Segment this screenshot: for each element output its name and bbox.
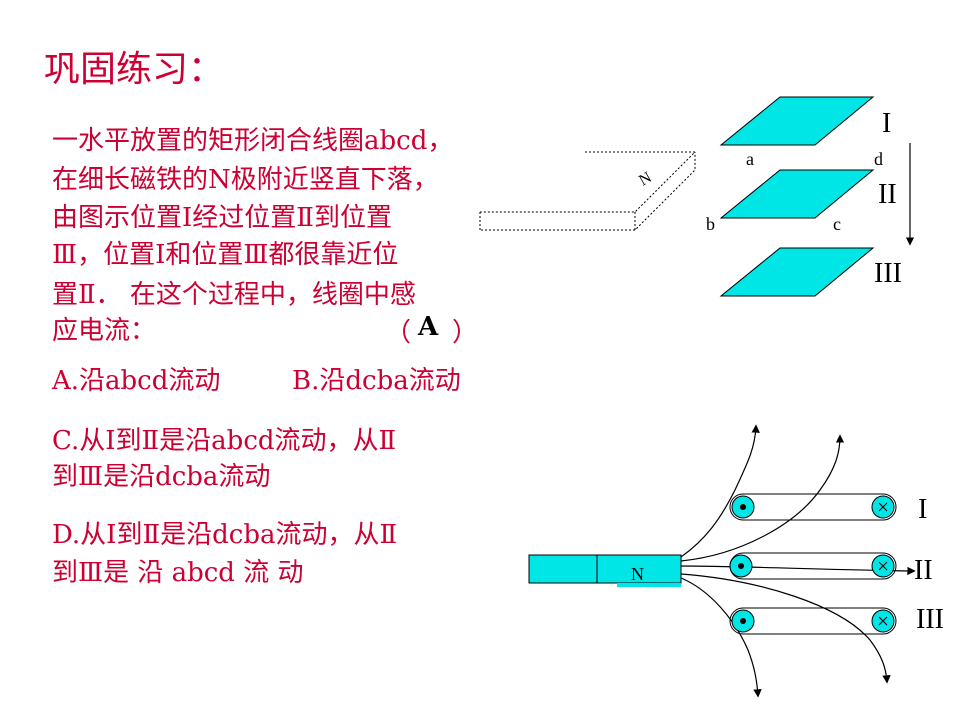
top-magnet [479,151,697,232]
field-line-down-1 [680,577,762,698]
coil-position-1 [719,96,875,146]
top-magnet-label: N [636,169,655,190]
page-title: 巩固练习： [44,49,225,90]
corner-label-a: a [746,149,754,169]
option-a[interactable]: A.沿abcd流动 [52,366,221,396]
top-position-label-1: I [882,108,891,139]
bar-magnet-body [528,554,598,584]
answer-paren-close: ） [452,318,479,348]
question-line-5: 置Ⅱ． 在这个过程中，线圈中感 [52,280,416,310]
option-d-line-2[interactable]: 到Ⅲ是 沿 abcd 流 动 [52,558,304,588]
corner-label-c: c [833,214,841,234]
option-c-line-1[interactable]: C.从Ⅰ到Ⅱ是沿abcd流动，从Ⅱ [52,426,397,456]
coil-position-2 [719,169,875,219]
option-d-line-1[interactable]: D.从Ⅰ到Ⅱ是沿dcba流动，从Ⅱ [52,520,398,550]
field-line-down-2 [680,573,891,684]
field-line-up-2 [680,434,845,562]
magnet-shadow [617,583,681,587]
question-line-3: 由图示位置Ⅰ经过位置Ⅱ到位置 [52,203,392,233]
question-line-1: 一水平放置的矩形闭合线圈abcd， [52,126,454,156]
question-line-2: 在细长磁铁的N极附近竖直下落， [52,165,439,195]
bar-magnet-label: N [631,564,644,584]
current-dot-icons [729,495,755,633]
answer-letter: A [418,312,439,342]
bar-magnet-n-pole [596,554,682,584]
field-line-up-1 [680,424,760,558]
option-b[interactable]: B.沿dcba流动 [292,366,461,396]
option-c-line-2[interactable]: 到Ⅲ是沿dcba流动 [52,462,271,492]
top-position-label-2: II [878,179,897,210]
coil-side-1 [729,493,897,521]
coil-position-3 [719,247,875,297]
question-line-6: 应电流： [52,316,157,346]
bottom-diagram: N [528,424,944,698]
coil-side-3 [729,607,897,635]
answer-paren-open: （ [385,318,412,348]
current-cross-icons [871,495,895,633]
question-line-4: Ⅲ，位置Ⅰ和位置Ⅲ都很靠近位 [52,240,399,270]
bottom-position-label-3: III [916,604,944,635]
coil-side-2 [729,552,897,580]
bottom-position-label-1: I [918,494,927,525]
corner-label-b: b [706,214,715,234]
top-position-label-3: III [874,258,902,289]
bottom-position-label-2: II [914,555,933,586]
corner-label-d: d [874,149,883,169]
top-diagram: N a d b c I II III [479,96,915,297]
